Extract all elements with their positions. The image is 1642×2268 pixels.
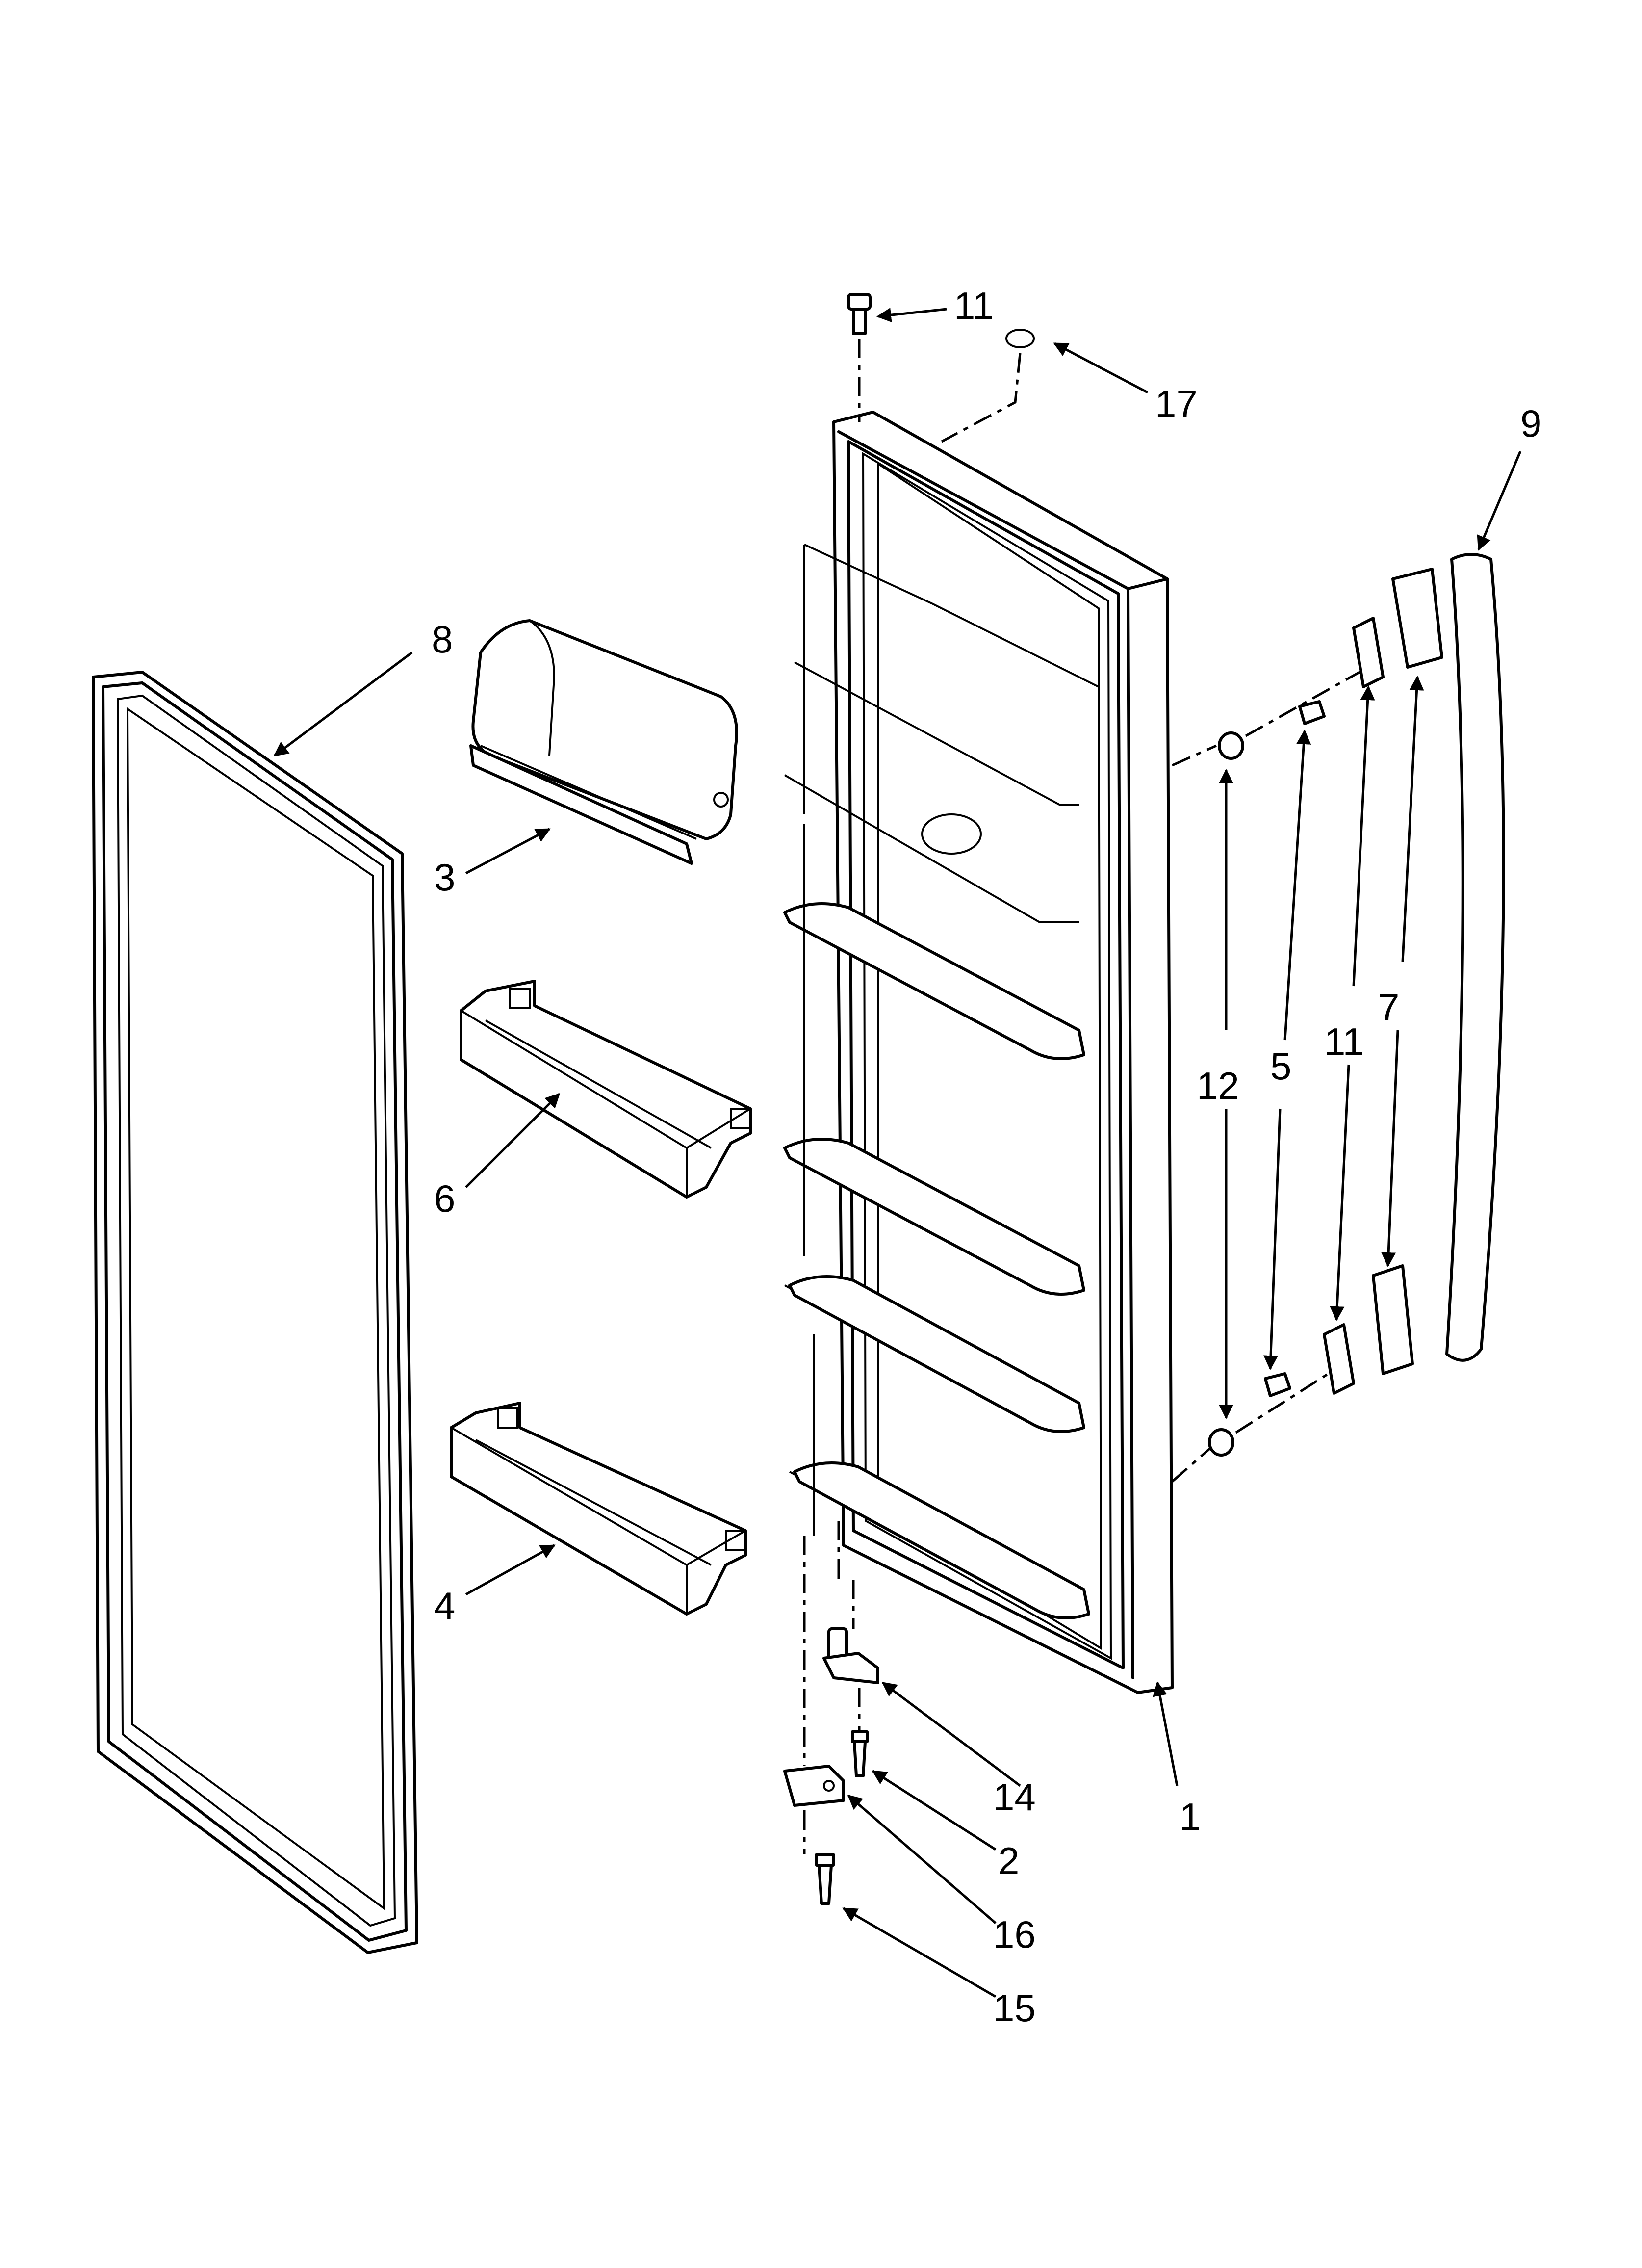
door-stop-part <box>847 293 872 335</box>
callout-17: 17 <box>1155 382 1198 425</box>
dairy-door-part <box>469 619 738 865</box>
callout-11: 11 <box>1324 1020 1364 1063</box>
screw-part <box>815 1853 835 1905</box>
callout-5: 5 <box>1270 1044 1291 1088</box>
callout-12: 12 <box>1197 1064 1239 1107</box>
hinge-screw-part <box>851 1730 869 1777</box>
handle-stud-lower-part <box>1208 1428 1234 1457</box>
callout-16: 16 <box>993 1913 1036 1956</box>
upper-door-bin-part <box>460 980 752 1199</box>
handle-bracket-upper-part <box>1352 617 1385 688</box>
leader-lines <box>273 308 1522 1998</box>
bearing-part <box>783 1765 845 1807</box>
callout-1: 1 <box>1180 1795 1201 1838</box>
callout-2: 2 <box>998 1839 1019 1882</box>
callout-4: 4 <box>434 1584 455 1627</box>
callout-14: 14 <box>993 1775 1036 1819</box>
door-assembly-part <box>783 411 1174 1694</box>
door-gasket-part <box>92 671 418 1954</box>
hinge-part <box>822 1627 879 1684</box>
callout-7: 7 <box>1378 986 1399 1029</box>
lower-door-bin-part <box>450 1402 747 1616</box>
callout-6: 6 <box>434 1177 455 1220</box>
handle-part <box>1445 553 1505 1362</box>
callout-9: 9 <box>1520 402 1541 445</box>
handle-end-cap-lower-part <box>1372 1264 1414 1375</box>
handle-screw-lower-part <box>1264 1372 1291 1397</box>
handle-stud-upper-part <box>1218 731 1244 760</box>
callout-3: 3 <box>434 856 455 899</box>
handle-end-cap-upper-part <box>1391 568 1443 669</box>
plug-button-part <box>1005 329 1035 348</box>
callout-8: 8 <box>432 618 453 661</box>
callout-10: 11 <box>954 284 994 327</box>
handle-bracket-lower-part <box>1323 1323 1355 1395</box>
handle-screw-upper-part <box>1298 700 1326 725</box>
callout-15: 15 <box>993 1986 1036 2030</box>
